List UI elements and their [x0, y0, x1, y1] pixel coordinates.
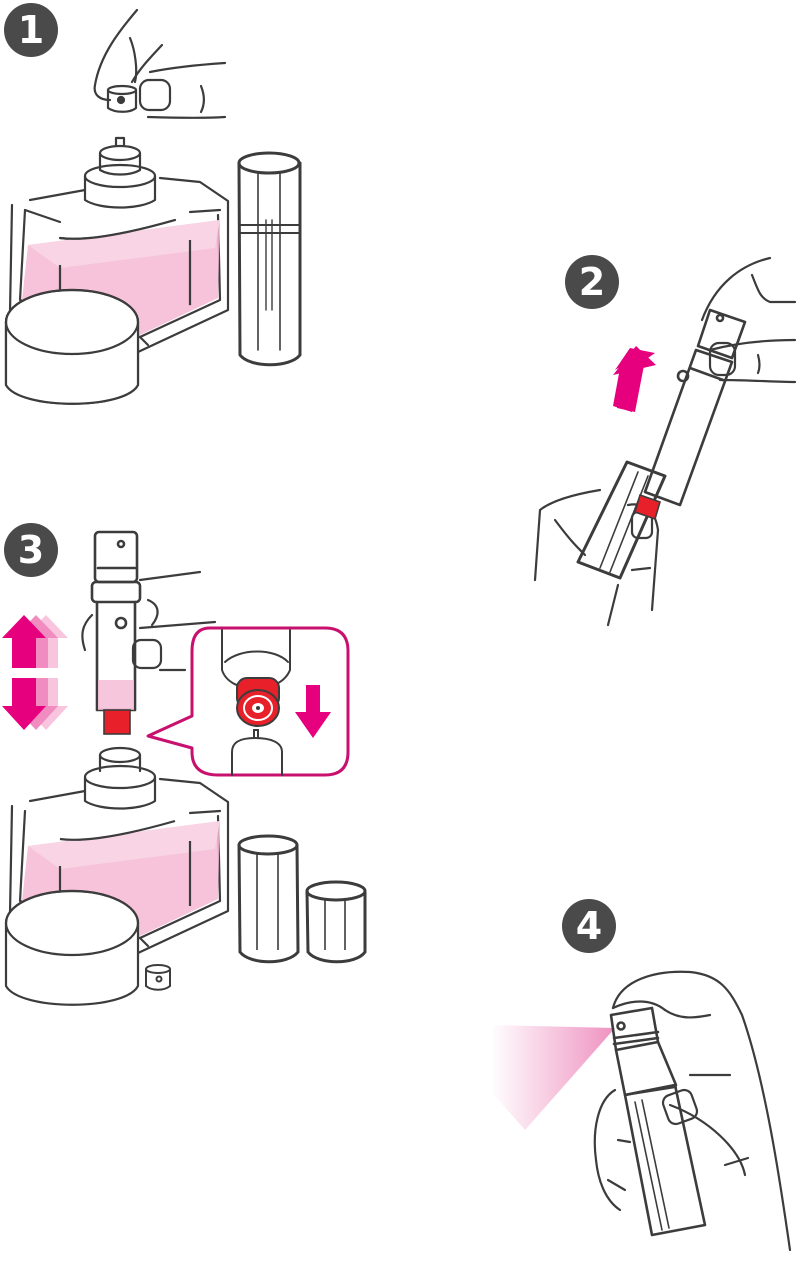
step-1-badge: 1: [4, 3, 58, 57]
atomizer-icon: [609, 1006, 707, 1237]
atomizer-red-tip: [103, 709, 131, 735]
atomizer-icon: [643, 308, 747, 507]
step-3-illustration: [0, 520, 380, 1020]
hand-icon: [593, 970, 792, 1252]
atomizer-liquid: [98, 680, 134, 710]
pump-arrows: [2, 615, 68, 730]
step-3-number: 3: [17, 528, 45, 572]
spray-cap-icon: [106, 84, 138, 113]
zoom-callout: [146, 626, 350, 777]
step-4-illustration: [480, 880, 800, 1263]
step-4-number: 4: [575, 904, 603, 948]
pump-up-arrow-icon: [2, 615, 46, 668]
step-1-scene: [4, 8, 302, 405]
bottle-neck-icon: [83, 136, 157, 209]
step-2-illustration: [520, 240, 800, 627]
step-3-arrows: [0, 600, 80, 740]
step-3-badge: 3: [4, 523, 58, 577]
step-4-scene: [490, 970, 792, 1252]
short-case-icon: [305, 880, 367, 964]
spray-mist: [490, 1025, 615, 1130]
atomizer-red-tip: [634, 493, 661, 521]
hand-icon: [93, 8, 227, 119]
step-1-illustration: [0, 0, 320, 420]
piston-detail-icon: [236, 677, 280, 727]
step-2-badge: 2: [565, 255, 619, 309]
step-3-scene: [4, 530, 367, 1006]
upper-hand-icon: [700, 256, 797, 384]
atomizer-case-icon: [237, 151, 302, 367]
step-1-number: 1: [17, 8, 45, 52]
step-4-badge: 4: [562, 899, 616, 953]
step-2-scene: [533, 256, 797, 627]
spray-cap-icon: [145, 964, 171, 991]
hand-icon: [81, 570, 217, 672]
outer-case-icon: [237, 834, 300, 964]
pump-down-arrow-icon: [2, 678, 46, 730]
callout-down-arrow-icon: [295, 685, 331, 738]
outer-case-icon: [576, 460, 667, 580]
step-2-number: 2: [578, 260, 606, 304]
